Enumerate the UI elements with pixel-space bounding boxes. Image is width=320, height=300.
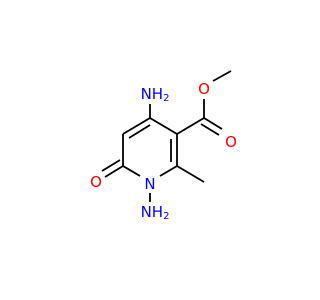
bond-c6-o-double-a (104, 165, 124, 178)
amino-4-subscript: 2 (163, 93, 169, 104)
carbonyl-oxygen-label: O (90, 173, 102, 191)
bond-c5-c4-double (128, 124, 151, 139)
ester-carbonyl-oxygen-label: O (225, 133, 237, 151)
ring-nitrogen-label: N (144, 175, 155, 193)
bond-c3-ester-c (176, 117, 205, 135)
ester-oxygen-label: O (198, 80, 210, 98)
amino-4-label: NH2 (141, 85, 170, 104)
bond-ester-c-o-double-a (203, 117, 223, 130)
bond-o-methyl (212, 70, 232, 82)
bond-c2-n1 (159, 165, 178, 177)
bond-ester-c-o-double-b (200, 123, 220, 136)
n-amino-label: NH2 (141, 203, 170, 222)
bond-c4-c3 (149, 117, 178, 135)
atom-labels: NH2 N NH2 O O O (90, 80, 237, 222)
bonds (101, 70, 232, 202)
n-amino-subscript: 2 (163, 211, 169, 222)
bond-c5-c4 (122, 117, 151, 135)
bond-c2-methyl (176, 165, 205, 183)
bond-n1-c6 (122, 165, 141, 177)
molecule-structure: NH2 N NH2 O O O (90, 70, 237, 222)
n-amino-text: NH (141, 203, 164, 221)
amino-4-text: NH (141, 85, 164, 103)
bond-c6-o-double-b (101, 159, 121, 172)
